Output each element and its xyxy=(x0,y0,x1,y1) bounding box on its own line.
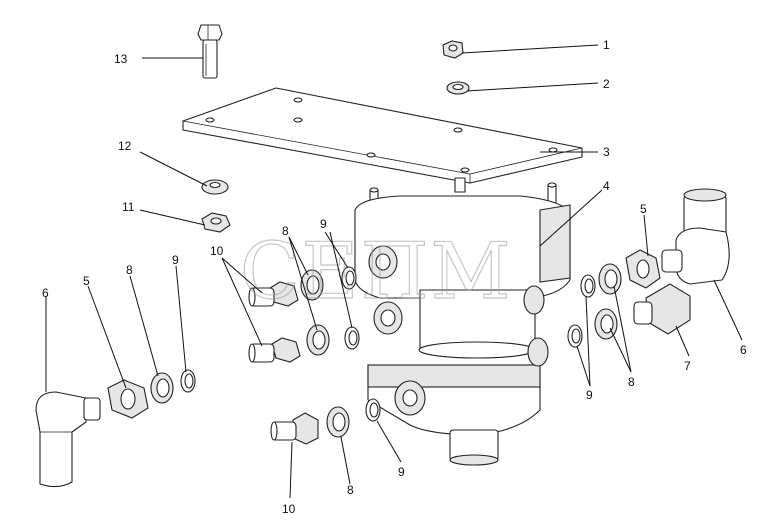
washer-part-2 xyxy=(446,81,470,95)
nut-part-5-right xyxy=(625,249,661,289)
callout-2: 2 xyxy=(603,77,610,91)
callout-8-bottom: 8 xyxy=(347,483,354,497)
seal-ring-part-8-upper xyxy=(300,269,324,301)
washer-part-12 xyxy=(201,179,229,195)
callout-1: 1 xyxy=(603,38,610,52)
fitting-part-10-bottom xyxy=(270,412,319,445)
seal-ring-part-8-bottom xyxy=(326,406,350,438)
seal-ring-part-8-right-upper xyxy=(598,263,622,295)
o-ring-part-9-upper xyxy=(341,266,360,350)
nut-part-11 xyxy=(201,212,231,233)
callout-9-right: 9 xyxy=(586,388,593,402)
seal-ring-part-8-left xyxy=(150,372,174,404)
o-ring-part-9-left xyxy=(180,369,196,393)
callout-6-right: 6 xyxy=(740,343,747,357)
callout-5-right: 5 xyxy=(640,202,647,216)
callout-13: 13 xyxy=(114,52,128,66)
elbow-part-6-left xyxy=(35,391,101,488)
callout-labels: 1 2 3 4 13 12 11 10 8 9 6 5 8 9 5 6 7 8 … xyxy=(42,38,747,516)
nut-part-5-left xyxy=(107,379,149,419)
callout-10-upper: 10 xyxy=(210,244,224,258)
o-ring-part-9-bottom xyxy=(365,398,381,422)
bolt-part-13 xyxy=(197,24,223,79)
callout-9-left: 9 xyxy=(172,253,179,267)
o-ring-part-9-right-lower xyxy=(567,324,583,348)
callout-12: 12 xyxy=(118,139,132,153)
callout-9-upper: 9 xyxy=(320,217,327,231)
nut-part-1 xyxy=(442,40,464,59)
elbow-part-6-right xyxy=(661,188,730,285)
seal-ring-part-8-right-lower xyxy=(594,308,618,340)
seal-ring-part-8-middle xyxy=(306,324,330,356)
fitting-part-10-upper xyxy=(248,281,299,307)
callout-3: 3 xyxy=(603,145,610,159)
callout-6-left: 6 xyxy=(42,286,49,300)
callout-8-left: 8 xyxy=(126,263,133,277)
callout-9-bottom: 9 xyxy=(398,465,405,479)
callout-4: 4 xyxy=(603,179,610,193)
callout-8-upper: 8 xyxy=(282,224,289,238)
callout-10-bottom: 10 xyxy=(282,502,296,516)
fitting-part-10-middle xyxy=(248,337,301,363)
watermark-text: СЕПМ xyxy=(240,227,513,317)
callout-11: 11 xyxy=(122,200,135,214)
mounting-plate-part-3 xyxy=(182,87,583,184)
callout-5-left: 5 xyxy=(83,274,90,288)
fitting-part-7 xyxy=(633,283,691,335)
o-ring-part-9-right-upper xyxy=(580,274,596,298)
valve-body-part-4 xyxy=(354,177,571,466)
callout-8-right: 8 xyxy=(628,375,635,389)
callout-7: 7 xyxy=(684,359,691,373)
leader-lines xyxy=(45,44,743,499)
